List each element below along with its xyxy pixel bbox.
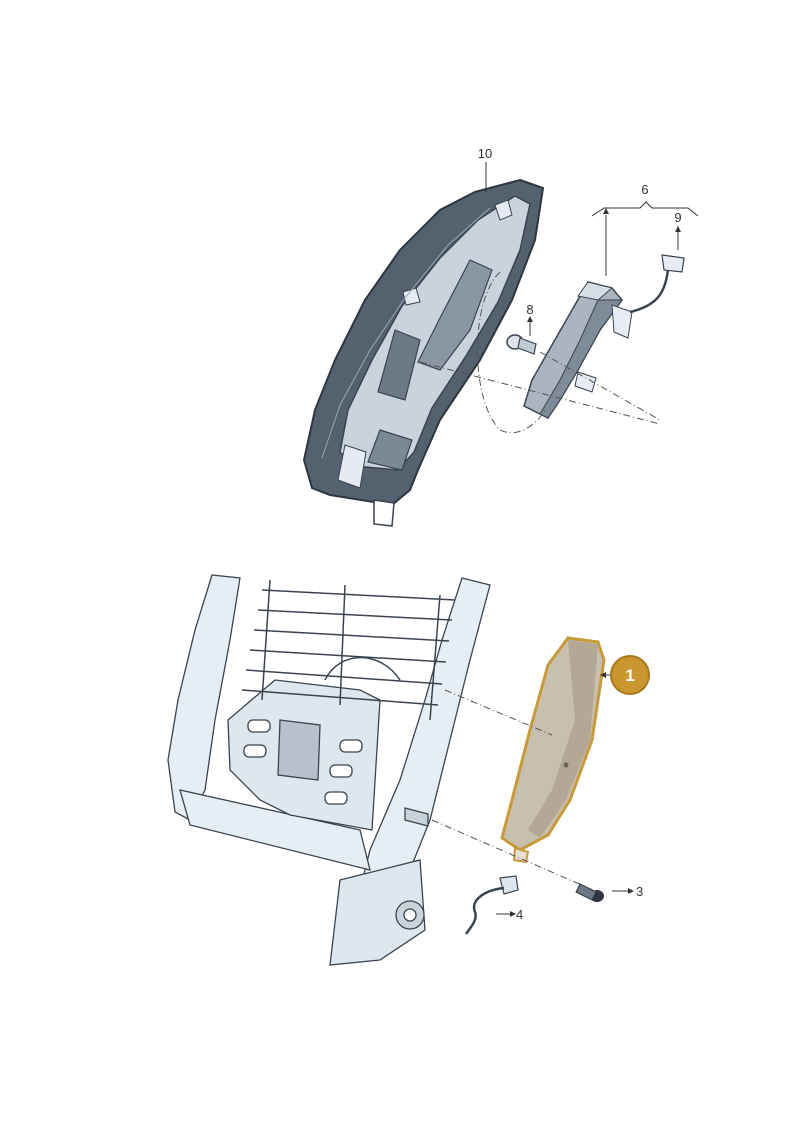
callout-9: 9 [674, 210, 681, 225]
screw-part-3 [575, 883, 604, 902]
callout-4: 4 [516, 907, 523, 922]
callout-3: 3 [636, 884, 643, 899]
assembly-leaders-lower [431, 689, 601, 894]
seat-frame [167, 574, 491, 966]
assembly-leaders-upper [419, 271, 661, 433]
airbag-module-upper [523, 254, 685, 419]
callout-10: 10 [478, 146, 492, 161]
callout-8: 8 [526, 302, 533, 317]
seat-wire-grid [241, 579, 456, 721]
screw-part-8 [506, 334, 537, 355]
callout-1: 1 [625, 666, 634, 685]
callout-6: 6 [641, 182, 648, 197]
backrest-side-panel [302, 178, 545, 527]
side-airbag-highlighted-part-1 [500, 636, 606, 864]
wiring-harness-part-4 [464, 875, 519, 935]
highlight-badge-1: 1 [610, 655, 650, 695]
